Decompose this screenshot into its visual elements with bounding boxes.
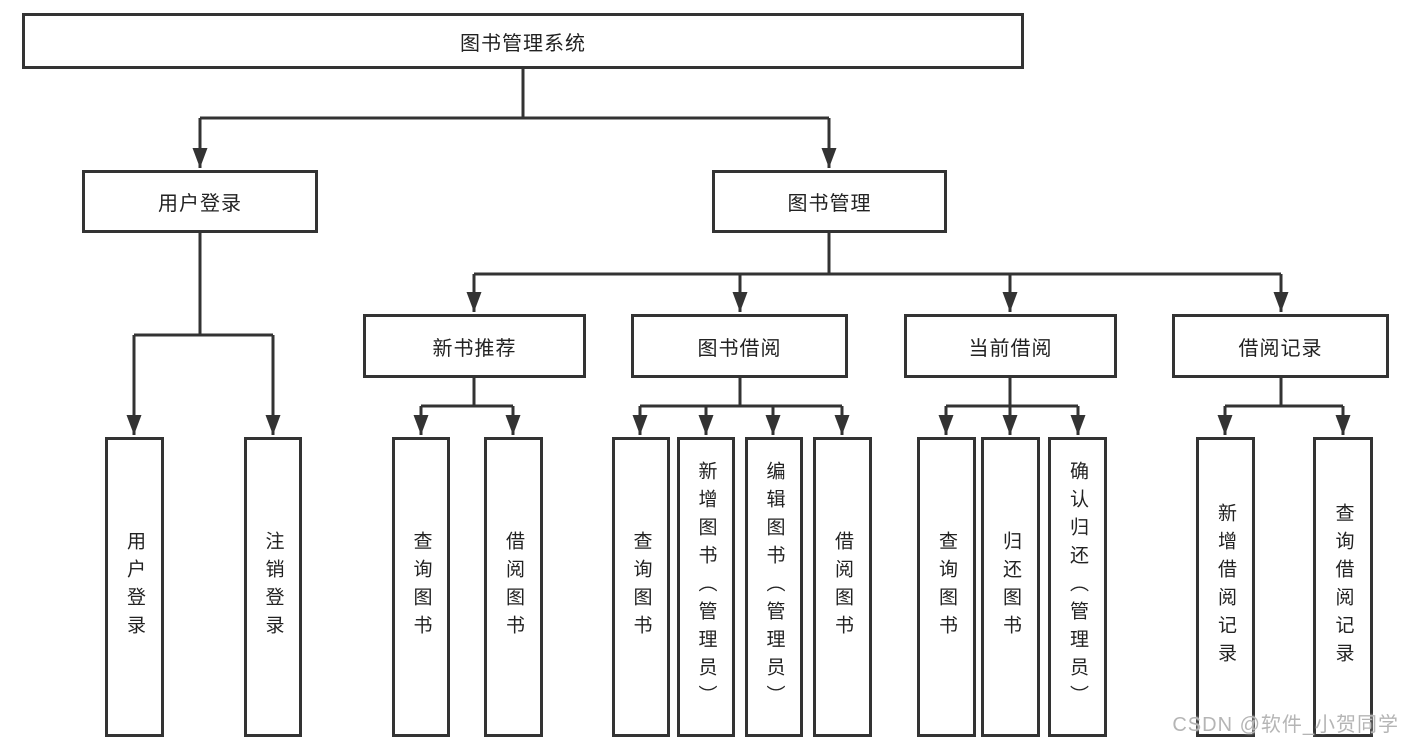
leaf-edit-books-admin: 编辑图书（管理员） [745,437,803,737]
node-book-management: 图书管理 [712,170,947,233]
leaf-query-books-borrow: 查询图书 [612,437,670,737]
csdn-watermark: CSDN @软件_小贺同学 [1172,714,1399,736]
node-current-borrowing: 当前借阅 [904,314,1117,378]
leaf-borrow-books-recommend-label: 借阅图书 [503,531,524,643]
leaf-return-books: 归还图书 [981,437,1040,737]
leaf-query-books-current: 查询图书 [917,437,976,737]
leaf-user-login-label: 用户登录 [124,531,145,643]
leaf-query-borrow-record: 查询借阅记录 [1313,437,1373,737]
leaf-user-login: 用户登录 [105,437,164,737]
leaf-query-books-recommend: 查询图书 [392,437,450,737]
node-library-system-root: 图书管理系统 [22,13,1024,69]
leaf-query-books-current-label: 查询图书 [936,531,957,643]
node-borrow-records: 借阅记录 [1172,314,1389,378]
leaf-return-books-label: 归还图书 [1000,531,1021,643]
node-user-login: 用户登录 [82,170,318,233]
node-new-book-recommendation: 新书推荐 [363,314,586,378]
leaf-query-books-borrow-label: 查询图书 [630,531,652,643]
leaf-edit-books-admin-label: 编辑图书（管理员） [763,461,785,713]
leaf-confirm-return-admin: 确认归还（管理员） [1048,437,1107,737]
leaf-confirm-return-admin-label: 确认归还（管理员） [1067,461,1088,713]
leaf-borrow-books-label: 借阅图书 [832,531,853,643]
leaf-borrow-books-recommend: 借阅图书 [484,437,543,737]
leaf-add-borrow-record: 新增借阅记录 [1196,437,1255,737]
node-book-borrowing: 图书借阅 [631,314,848,378]
leaf-add-books-admin-label: 新增图书（管理员） [695,461,717,713]
leaf-query-books-recommend-label: 查询图书 [410,531,432,643]
leaf-logout-label: 注销登录 [262,531,284,643]
leaf-query-borrow-record-label: 查询借阅记录 [1332,503,1354,671]
leaf-add-borrow-record-label: 新增借阅记录 [1215,503,1236,671]
leaf-logout: 注销登录 [244,437,302,737]
leaf-add-books-admin: 新增图书（管理员） [677,437,735,737]
leaf-borrow-books: 借阅图书 [813,437,872,737]
